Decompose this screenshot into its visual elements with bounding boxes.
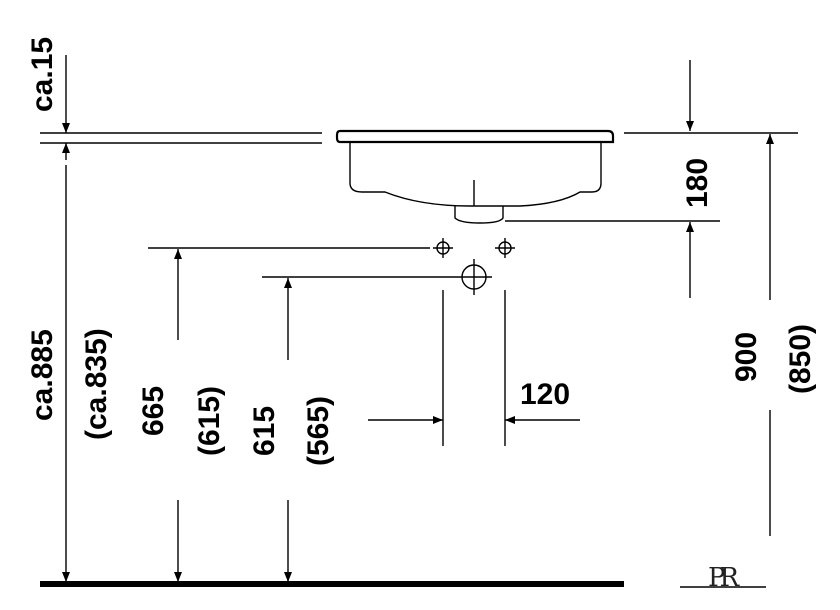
drain-connection-symbol [456, 259, 492, 295]
basin-depth-label: 180 [681, 158, 714, 208]
logo-text: PR [708, 563, 740, 593]
spacing-label: 120 [520, 378, 570, 411]
top-gap-label: ca.15 [26, 37, 59, 112]
total-height-label: ca.885 [26, 329, 59, 421]
water-connection-symbol-right [495, 238, 515, 258]
rim-height-alt-label: (850) [784, 324, 817, 394]
drain-connection-alt-label: (565) [302, 396, 335, 466]
logo: PR [680, 563, 766, 593]
basin-outline [335, 129, 615, 224]
water-connection-symbol-left [433, 238, 453, 258]
rim-height-label: 900 [730, 332, 763, 382]
total-height-alt-label: (ca.835) [80, 328, 113, 440]
upper-connection-alt-label: (615) [193, 386, 226, 456]
upper-connection-label: 665 [137, 386, 170, 436]
drain-connection-label: 615 [248, 406, 281, 456]
